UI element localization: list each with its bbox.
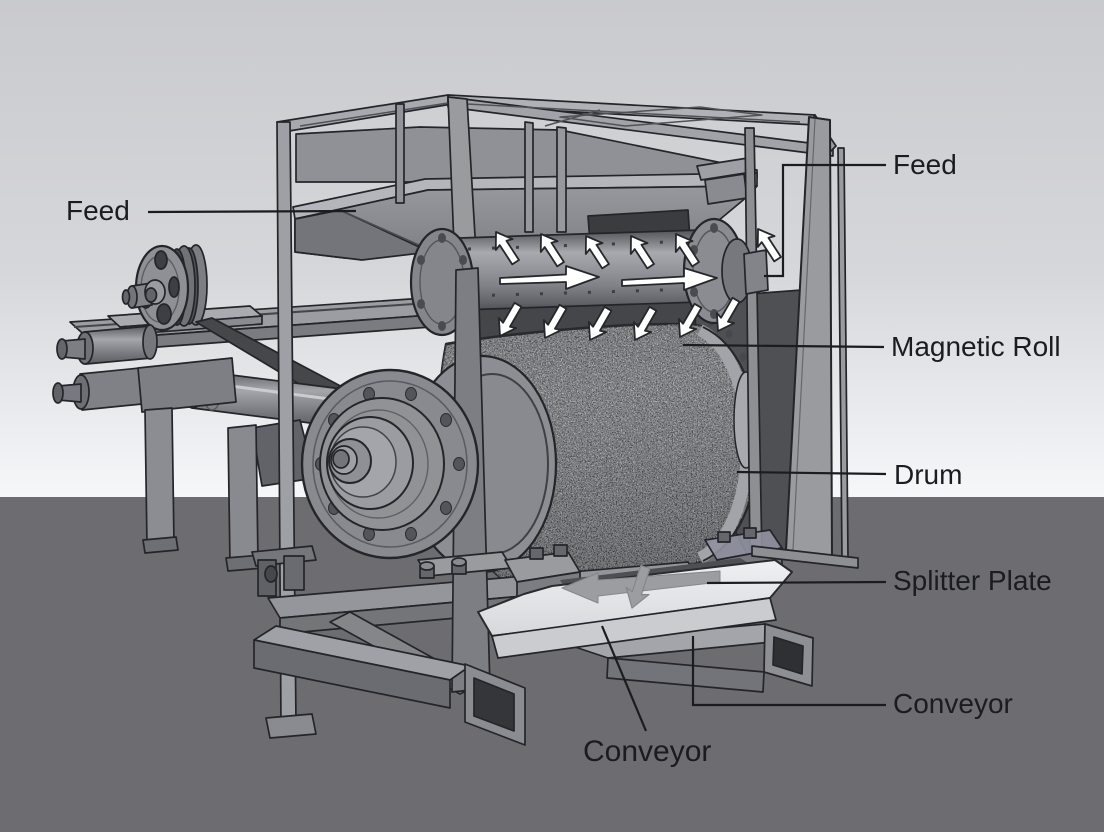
label-magnetic-roll: Magnetic Roll (891, 331, 1061, 362)
leader-drum (736, 470, 887, 476)
leader-conveyor-right (691, 636, 886, 707)
drum-front-flange (300, 368, 480, 560)
frame-cage-right (751, 116, 859, 569)
conveyor-legs (142, 407, 265, 572)
frame-cage-top (276, 94, 837, 271)
label-drum: Drum (894, 459, 963, 490)
label-feed-right: Feed (893, 149, 957, 180)
label-feed-left: Feed (66, 195, 130, 226)
tray-flow-arrows (561, 562, 721, 613)
base-beams (253, 615, 814, 746)
label-splitter-plate: Splitter Plate (893, 565, 1052, 596)
splitter-plate-tray (477, 558, 793, 659)
pulley-wheel (121, 244, 208, 332)
leader-splitter-plate (706, 580, 887, 585)
leader-conveyor-bottom (600, 625, 648, 732)
beam-channel-left (253, 625, 526, 746)
roll-flow-arrows (486, 222, 787, 346)
leader-magnetic-roll (682, 343, 885, 349)
roll-shaft-end (743, 249, 769, 295)
leader-feed-left (147, 209, 357, 214)
label-conveyor-right: Conveyor (893, 688, 1013, 719)
idler-roller-upper (56, 324, 158, 365)
idler-roller-lower (52, 367, 143, 411)
leader-feed-right (764, 163, 886, 278)
beam-channel-right (555, 615, 814, 693)
axial-flow-arrow (499, 265, 600, 290)
label-conveyor-bottom: Conveyor (583, 735, 712, 768)
axial-flow-arrow (621, 267, 718, 291)
